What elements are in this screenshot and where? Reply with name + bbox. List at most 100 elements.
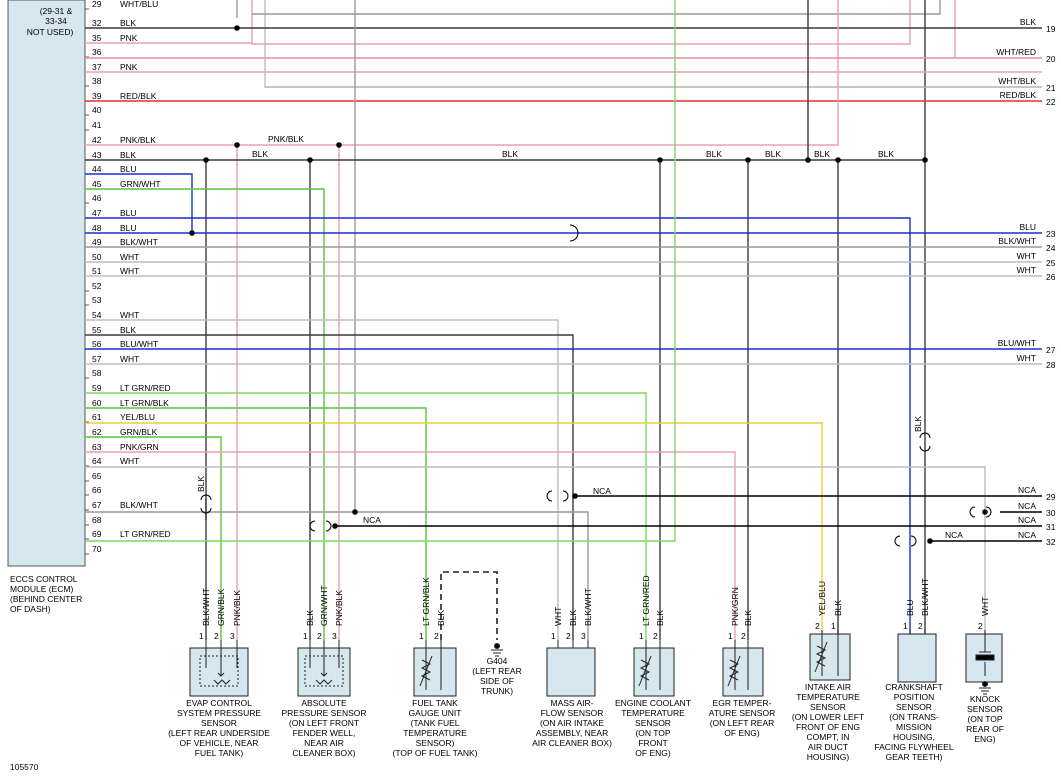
ecm-pin-number: 56 [92,339,102,349]
component-pin-number: 2 [741,631,746,641]
right-ref-number: 20 [1046,54,1056,64]
component-pin-wire: BLK/WHT [201,588,211,626]
inline-label: BLK [878,149,894,159]
component-caption-line: FUEL TANK) [195,748,244,758]
ecm-pin-wire: WHT [120,310,139,320]
component-pin-number: 1 [639,631,644,641]
ecm-pin-wire: BLU [120,223,137,233]
ecm-pin-wire: PNK/GRN [120,442,159,452]
component-caption-line: (ON LOWER LEFT [792,712,864,722]
ecm-pin-wire: RED/BLK [120,91,157,101]
component-caption-line: HOUSING, [893,732,935,742]
component-caption-line: OF VEHICLE, NEAR [180,738,259,748]
wire-63-pnkgrn [85,451,736,640]
inline-label: BLK [502,149,518,159]
component-caption-line: TRUNK) [481,686,513,696]
component-caption-line: EGR TEMPER- [713,698,772,708]
component-pin-number: 1 [303,631,308,641]
component-caption-line: ATURE SENSOR [709,708,775,718]
right-ref-wire: NCA [1018,485,1036,495]
component-caption-line: PRESSURE SENSOR [281,708,366,718]
ecm-pin-number: 46 [92,193,102,203]
wire-69-ltgrnred [85,0,676,542]
fuel-tank-gauge [413,640,457,697]
ecm-pin-number: 69 [92,529,102,539]
ecm-pin-wire: BLK/WHT [120,500,158,510]
ecm-pin-wire: LT GRN/RED [120,529,171,539]
wire-g404 [440,571,498,640]
wires [85,0,1042,640]
component-caption-line: ABSOLUTE [301,698,347,708]
right-ref-wire: BLK/WHT [998,236,1036,246]
component-pin-wire: LT GRN/RED [641,575,651,626]
header-note-line: (29-31 & [40,6,73,16]
inline-label: BLK [765,149,781,159]
splice-dot [657,157,663,163]
component-caption-line: SENSOR [967,704,1003,714]
wire-67-blkwht [85,511,589,640]
component-caption-line: TEMPERATURE [796,692,860,702]
ecm-pin-number: 43 [92,150,102,160]
ecm-pin-number: 37 [92,62,102,72]
component-caption-line: ENG) [974,734,995,744]
right-ref-number: 22 [1046,97,1056,107]
fuel-tank-body [413,647,457,697]
ecm-pin-number: 64 [92,456,102,466]
wire-top-grey-a [251,0,911,45]
splice-dot [203,157,209,163]
component-pin-wire: BLU [905,599,915,616]
inline-label: BLK [706,149,722,159]
splice-dot [805,157,811,163]
component-pin-number: 1 [199,631,204,641]
connector-symbol [919,432,931,452]
component-pin-number: 2 [214,631,219,641]
component-pin-wire: BLK [833,600,843,616]
right-ref-wire: WHT [1017,353,1036,363]
iat-sensor-body [809,633,851,681]
wire-54-wht [85,319,559,640]
ecm-pin-number: 50 [92,252,102,262]
splice-dot [922,157,928,163]
wire-top-pnk-d [85,0,956,59]
inline-label: BLK [252,149,268,159]
component-caption-line: CLEANER BOX) [292,748,355,758]
ecm-pin-number: 44 [92,164,102,174]
component-caption-line: AIR CLEANER BOX) [532,738,612,748]
egr-sensor [722,640,764,697]
ecm-pin-number: 70 [92,544,102,554]
ecm-pin-number: 55 [92,325,102,335]
component-caption-line: NEAR AIR [304,738,344,748]
right-ref-number: 19 [1046,24,1056,34]
iat-sensor [809,630,851,681]
g404-ground [491,643,503,657]
right-ref-number: 32 [1046,537,1056,547]
component-caption-line: SIDE OF [480,676,514,686]
component-caption-line: (ON LEFT FRONT [289,718,359,728]
ect-sensor [633,640,675,697]
ecm-pin-wire: BLK [120,325,136,335]
connector-symbol [969,506,992,518]
wire-59-ltgrnred [85,392,647,640]
component-caption-line: SYSTEM PRESSURE [177,708,261,718]
component-caption-line: (LEFT REAR [472,666,521,676]
component-pin-number: 3 [332,631,337,641]
component-caption-line: (LEFT REAR UNDERSIDE [168,728,270,738]
wire-45-grnwht [85,188,325,640]
right-ref-wire: RED/BLK [1000,90,1037,100]
component-caption-line: EVAP CONTROL [186,698,252,708]
ecm-pin-number: 54 [92,310,102,320]
component-pin-wire: PNK/GRN [730,587,740,626]
wire-64-wht [85,466,986,640]
splice-dot [927,538,933,544]
ecm-pin-wire: WHT [120,266,139,276]
component-caption-line: SENSOR [201,718,237,728]
right-ref-wire: NCA [1018,501,1036,511]
splice-dot [336,142,342,148]
ecm-label-line: (BEHIND CENTER [10,594,82,604]
component-caption-line: (ON TOP [635,728,670,738]
ecm-header-note: (29-31 & 33-34 NOT USED) [27,6,74,37]
ecm-pin-number: 41 [92,120,102,130]
ecm-pin-wire: BLK/WHT [120,237,158,247]
component-pin-wire: BLK/WHT [920,578,930,616]
ecm-pin-wire: LT GRN/RED [120,383,171,393]
